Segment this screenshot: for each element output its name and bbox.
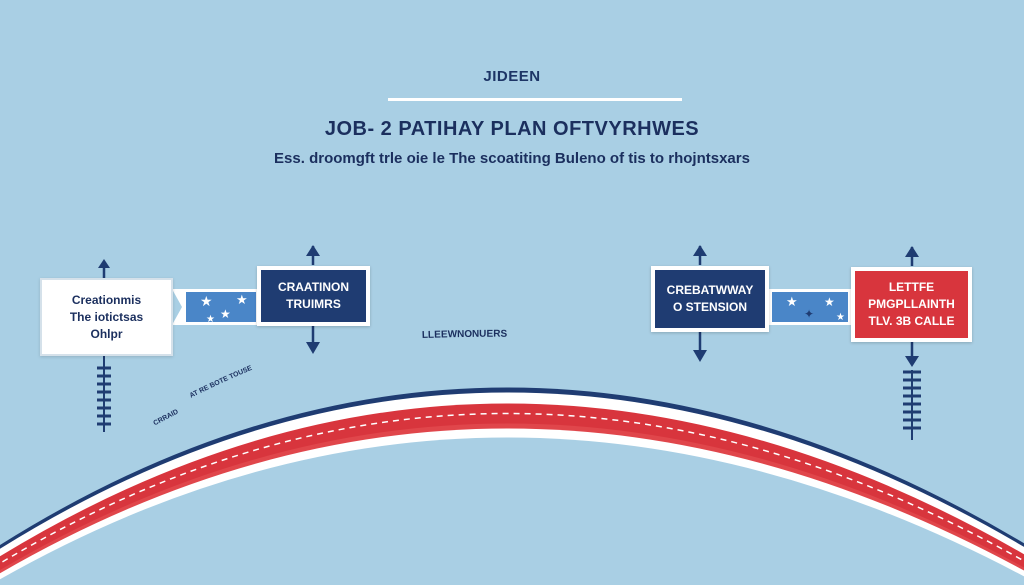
step-box-4-line-2: PMGPLLAINTH [868, 297, 955, 311]
connector-3 [693, 245, 707, 362]
arrow-up-icon [905, 246, 919, 257]
svg-text:★: ★ [200, 293, 213, 309]
step-box-2-line-2: TRUIMRS [286, 297, 341, 311]
svg-text:✦: ✦ [804, 307, 814, 321]
step-box-3-line-2: O STENSION [672, 300, 747, 314]
step-box-1: Creationmis The iotictsas Ohlpr [40, 278, 173, 356]
svg-text:★: ★ [824, 295, 835, 309]
header-small-title: JIDEEN [483, 68, 541, 85]
svg-text:★: ★ [786, 294, 798, 309]
svg-text:★: ★ [836, 312, 845, 323]
header-divider [388, 98, 682, 101]
step-box-4: LETTFE PMGPLLAINTH TLV. 3B CALLE [851, 267, 972, 342]
pathway-arc [0, 387, 1024, 585]
step-box-1-line-2: The iotictsas [69, 309, 144, 324]
arrow-down-icon [693, 350, 707, 362]
page-title: JOB- 2 PATIHAY PLAN OFTVYRHWES [324, 118, 700, 140]
arrow-up-icon [693, 245, 707, 256]
ladder-icon [97, 366, 111, 426]
step-box-1-line-1: Creationmis [71, 292, 142, 307]
connector-2 [306, 245, 320, 354]
svg-text:★: ★ [220, 307, 231, 321]
step-box-1-line-3: Ohlpr [90, 326, 123, 341]
star-ribbon-left: ★ ★ ★ ★ [172, 289, 258, 325]
connector-4 [903, 246, 921, 440]
arrow-down-icon [306, 342, 320, 354]
step-box-4-line-3: TLV. 3B CALLE [868, 314, 955, 328]
arrow-up-icon [306, 245, 320, 256]
ladder-icon [903, 370, 921, 430]
page-subtitle: Ess. droomgft trle oie le The scoatiting… [274, 150, 750, 167]
connector-1 [97, 259, 111, 432]
svg-text:★: ★ [206, 314, 215, 325]
arrow-up-icon [98, 259, 110, 268]
step-box-3: CREBATWWAY O STENSION [651, 266, 769, 332]
arc-left-label: AT RE BOTE TOUSE [189, 365, 254, 400]
step-box-3-line-1: CREBATWWAY [666, 283, 754, 297]
step-box-2-line-1: CRAATINON [277, 280, 350, 294]
arc-left-label-small: CRRAID [152, 408, 179, 427]
arrow-down-icon [905, 356, 919, 367]
star-ribbon-right: ★ ✦ ★ ★ [768, 289, 852, 325]
step-box-4-line-1: LETTFE [888, 280, 935, 294]
arc-top-label: LLEEWNONUERS [422, 329, 508, 341]
svg-text:★: ★ [236, 292, 248, 307]
step-box-2: CRAATINON TRUIMRS [257, 266, 370, 326]
